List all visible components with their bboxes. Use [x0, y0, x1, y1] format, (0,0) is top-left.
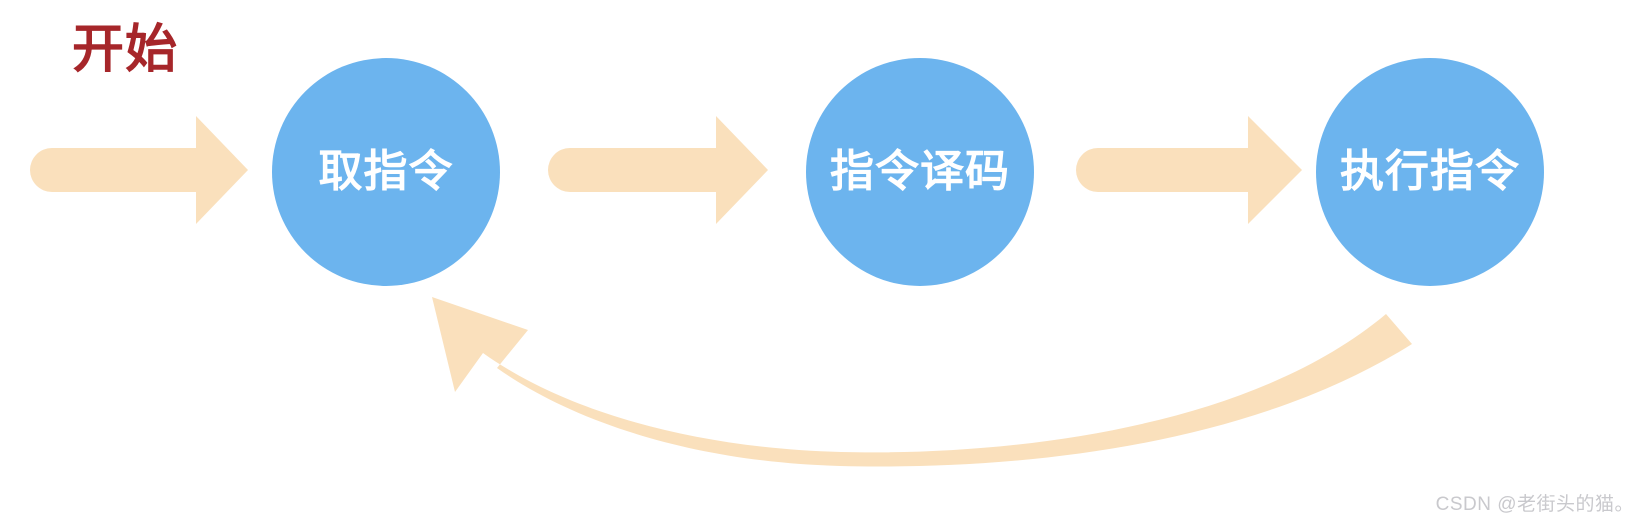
stage-label-fetch-instruction: 取指令: [318, 147, 454, 196]
execute-to-fetch-loop-arrow: [432, 297, 1412, 467]
start-arrow: [30, 116, 248, 224]
stage-node-fetch-instruction[interactable]: 取指令: [272, 58, 500, 286]
watermark: CSDN @老街头的猫。: [1435, 494, 1634, 515]
fetch-to-decode-arrow: [548, 116, 768, 224]
stage-node-execute-instruction[interactable]: 执行指令: [1316, 58, 1544, 286]
stage-label-decode-instruction: 指令译码: [830, 147, 1010, 196]
decode-to-execute-arrow: [1076, 116, 1302, 224]
start-label: 开始: [72, 21, 179, 79]
stage-node-decode-instruction[interactable]: 指令译码: [806, 58, 1034, 286]
stage-label-execute-instruction: 执行指令: [1340, 147, 1520, 196]
